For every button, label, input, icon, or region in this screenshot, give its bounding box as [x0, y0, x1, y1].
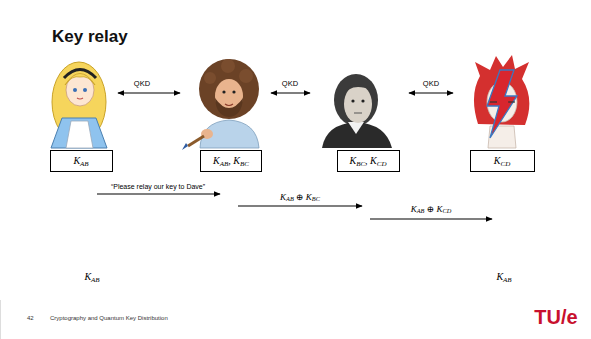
- key-index: AB: [417, 207, 425, 214]
- key-letter: K: [213, 155, 220, 166]
- key-index: AB: [503, 276, 512, 284]
- bob-figure-part: [182, 143, 188, 150]
- key-letter: K: [496, 271, 503, 282]
- key-index: CD: [443, 207, 452, 214]
- result-key: KAB: [496, 272, 511, 282]
- lewis-figure-part: [354, 113, 362, 114]
- key-index: AB: [91, 276, 100, 284]
- key-letter: K: [233, 155, 240, 166]
- message-label: “Please relay our key to Dave”: [111, 183, 205, 190]
- bob-figure-part: [215, 98, 243, 117]
- alice-figure-part: [51, 118, 107, 148]
- dave-figure-part: [508, 101, 515, 102]
- alice-figure: [51, 62, 107, 148]
- key-index: AB: [220, 160, 229, 168]
- key-box: KAB, KBC: [200, 150, 262, 172]
- lewis-figure: [322, 74, 392, 148]
- qkd-arrows-part: [409, 92, 453, 93]
- alice-figure-part: [64, 70, 96, 79]
- dave-figure-part: [487, 70, 517, 138]
- key-letter: K: [411, 204, 417, 214]
- key-index: AB: [80, 160, 89, 168]
- key-set: KCD: [494, 156, 510, 166]
- lewis-figure-part: [344, 85, 372, 123]
- qkd-arrows: [118, 93, 453, 94]
- alice-figure-part: [77, 98, 83, 99]
- bob-figure-part: [239, 69, 253, 83]
- text-run: 42: [27, 315, 34, 321]
- key-set: KAB: [73, 156, 88, 166]
- key-index: CD: [377, 160, 387, 168]
- key-index: CD: [500, 160, 510, 168]
- channel-label: QKD: [282, 80, 298, 88]
- logo: TU/e: [534, 307, 577, 327]
- result-key: KAB: [84, 272, 99, 282]
- lewis-figure-part: [348, 122, 364, 134]
- key-index: AB: [286, 195, 294, 202]
- text-run: TU/e: [534, 306, 577, 328]
- key-index: BC: [312, 195, 320, 202]
- text-run: ,: [365, 155, 370, 166]
- lewis-figure-part: [344, 84, 372, 96]
- qkd-arrows-part: [271, 92, 310, 93]
- key-letter: K: [280, 192, 286, 202]
- message-arrows-part: [97, 193, 220, 194]
- bob-figure-part: [200, 120, 259, 148]
- bob-figure-part: [188, 136, 204, 146]
- qkd-arrows-part: [118, 92, 180, 93]
- text-run: Cryptography and Quantum Key Distributio…: [50, 315, 168, 321]
- key-set: KAB, KBC: [213, 156, 249, 166]
- key-letter: K: [306, 192, 312, 202]
- key-letter: K: [370, 155, 377, 166]
- dave-figure: [474, 55, 529, 148]
- text-run: QKD: [134, 79, 150, 88]
- alice-figure-part: [73, 88, 77, 92]
- lewis-figure-part: [334, 74, 378, 126]
- key-box: KBC, KCD: [337, 150, 400, 172]
- text-run: QKD: [282, 79, 298, 88]
- message-arrows-part: [370, 218, 492, 219]
- alice-figure-part: [66, 74, 94, 106]
- page-number: 42: [27, 315, 34, 321]
- key-letter: K: [349, 155, 356, 166]
- alice-figure-part: [65, 74, 95, 86]
- footer-text: Cryptography and Quantum Key Distributio…: [50, 315, 168, 321]
- key-box: KCD: [470, 150, 535, 172]
- text-run: ⊕: [294, 192, 306, 202]
- lewis-figure-part: [361, 99, 364, 102]
- text-run: ⊕: [424, 204, 436, 214]
- lewis-figure-part: [322, 122, 392, 148]
- bob-figure-part: [232, 90, 235, 93]
- key-letter: K: [84, 271, 91, 282]
- alice-figure-part: [66, 121, 93, 148]
- bob-figure-part: [221, 59, 235, 73]
- text-run: “Please relay our key to Dave”: [111, 183, 205, 190]
- text-run: ,: [228, 155, 233, 166]
- key-box: KAB: [50, 150, 113, 172]
- bob-figure-part: [222, 90, 225, 93]
- key-letter: K: [437, 204, 443, 214]
- channel-label: QKD: [423, 80, 439, 88]
- dave-figure-part: [490, 101, 497, 102]
- message-arrows-part: [238, 205, 362, 206]
- text-run: QKD: [423, 79, 439, 88]
- key-set: KBC, KCD: [349, 156, 386, 166]
- key-letter: K: [73, 155, 80, 166]
- bob-figure-part: [204, 72, 216, 84]
- key-index: BC: [240, 160, 249, 168]
- key-index: BC: [356, 160, 365, 168]
- key-letter: K: [494, 155, 501, 166]
- slide-title: Key relay: [52, 27, 128, 47]
- channel-label: QKD: [134, 80, 150, 88]
- frame-line: [0, 300, 1, 339]
- lewis-figure-part: [351, 99, 354, 102]
- alice-figure-part: [83, 88, 87, 92]
- bob-figure-part: [225, 104, 233, 106]
- message-label: KAB ⊕ KCD: [411, 205, 452, 214]
- bob-figure: [182, 59, 259, 150]
- bob-figure-part: [199, 59, 259, 119]
- message-label: KAB ⊕ KBC: [280, 193, 320, 202]
